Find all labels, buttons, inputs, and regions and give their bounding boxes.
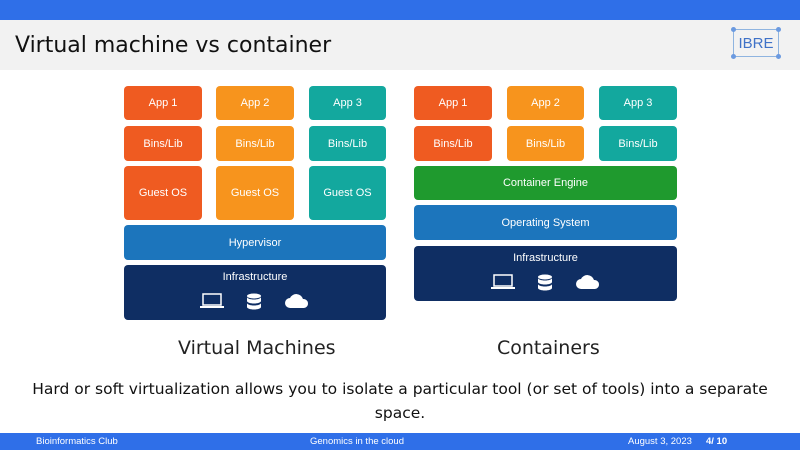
vm-app-3: App 3 — [309, 86, 386, 120]
container-bins-1: Bins/Lib — [414, 126, 492, 161]
footer-talk-title: Genomics in the cloud — [310, 436, 404, 447]
container-bins-2: Bins/Lib — [507, 126, 584, 161]
slide-body-text: Hard or soft virtualization allows you t… — [32, 380, 768, 422]
title-bar — [0, 20, 800, 70]
cloud-icon — [575, 274, 601, 294]
vm-guest-os-3: Guest OS — [309, 166, 386, 220]
operating-system-layer: Operating System — [414, 205, 677, 240]
database-icon — [246, 293, 262, 313]
vm-app-2: App 2 — [216, 86, 294, 120]
database-icon — [537, 274, 553, 294]
logo-dot — [731, 27, 736, 32]
vm-infrastructure-layer: Infrastructure — [124, 265, 386, 320]
logo-dot — [776, 27, 781, 32]
container-app-3: App 3 — [599, 86, 677, 120]
container-caption: Containers — [497, 337, 600, 359]
container-engine-layer: Container Engine — [414, 166, 677, 200]
laptop-icon — [200, 293, 224, 313]
vm-guest-os-1: Guest OS — [124, 166, 202, 220]
vm-infrastructure-label: Infrastructure — [222, 271, 288, 283]
container-infrastructure-layer: Infrastructure — [414, 246, 677, 301]
vm-bins-1: Bins/Lib — [124, 126, 202, 161]
vm-guest-os-2: Guest OS — [216, 166, 294, 220]
container-bins-3: Bins/Lib — [599, 126, 677, 161]
vm-bins-2: Bins/Lib — [216, 126, 294, 161]
ibre-logo: IBRE — [731, 27, 781, 59]
laptop-icon — [490, 274, 515, 294]
footer-club-name: Bioinformatics Club — [36, 436, 118, 447]
footer-date: August 3, 2023 — [628, 436, 692, 447]
vm-caption: Virtual Machines — [178, 337, 336, 359]
container-app-2: App 2 — [507, 86, 584, 120]
logo-dot — [731, 54, 736, 59]
footer-page-number: 4/ 10 — [706, 436, 728, 447]
vm-bins-3: Bins/Lib — [309, 126, 386, 161]
cloud-icon — [284, 293, 310, 313]
container-app-1: App 1 — [414, 86, 492, 120]
slide-title: Virtual machine vs container — [15, 33, 332, 58]
logo-dot — [776, 54, 781, 59]
slide-footer: Bioinformatics Club Genomics in the clou… — [0, 433, 800, 450]
logo-text: IBRE — [738, 34, 774, 52]
hypervisor-layer: Hypervisor — [124, 225, 386, 260]
container-infrastructure-label: Infrastructure — [513, 252, 578, 264]
top-accent-bar — [0, 0, 800, 20]
vm-app-1: App 1 — [124, 86, 202, 120]
